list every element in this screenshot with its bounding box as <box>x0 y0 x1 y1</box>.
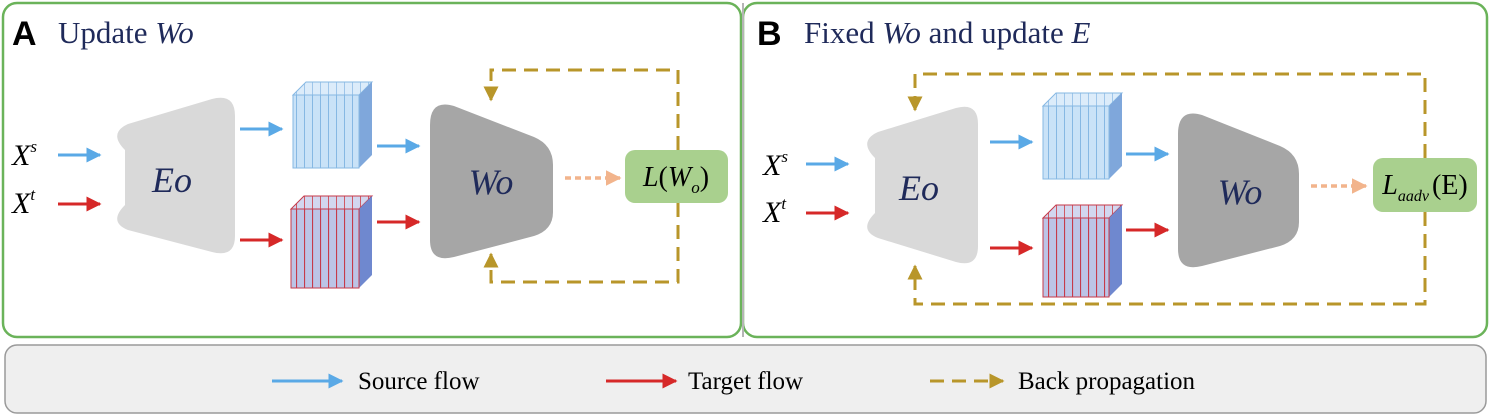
panel-a-frame <box>1 1 743 339</box>
panel-b-back-prop-bottom <box>907 212 1427 306</box>
panel-b-title: Fixed Wo and update E <box>804 15 1091 50</box>
panel-a-source-feature-cube <box>291 81 374 169</box>
panel-b-loss-box <box>1373 158 1477 212</box>
panel-b-target-feature-cube <box>1041 204 1124 298</box>
panel-a-input-target: Xt <box>11 185 36 220</box>
panel-a: A Update Wo Xs Xt Eo <box>1 1 743 339</box>
panel-a-classifier-shape <box>430 104 553 259</box>
panel-b-back-prop-top <box>907 72 1427 158</box>
panel-b: B Fixed Wo and update E Xs Xt Eo <box>741 1 1489 339</box>
panel-a-encoder-label: Eo <box>151 160 192 200</box>
panel-b-input-source: Xs <box>762 147 788 182</box>
panel-a-letter: A <box>12 15 37 53</box>
panel-a-title: Update Wo <box>58 15 194 50</box>
legend-back-label: Back propagation <box>1018 368 1196 395</box>
panel-b-loss-label: Laadv(E) <box>1381 170 1467 205</box>
legend-target-label: Target flow <box>688 368 803 395</box>
panel-b-encoder-label: Eo <box>898 168 939 208</box>
legend-source-label: Source flow <box>358 368 480 395</box>
panel-b-encoder-shape <box>867 106 978 264</box>
panel-b-classifier-label: Wo <box>1218 172 1263 212</box>
panel-b-letter: B <box>757 15 782 53</box>
panel-a-target-feature-cube <box>289 195 374 289</box>
panel-a-input-source: Xs <box>11 137 37 172</box>
panel-b-source-feature-cube <box>1041 92 1124 180</box>
panel-a-loss-box <box>625 150 728 203</box>
panel-b-classifier-shape <box>1178 113 1299 268</box>
legend-box <box>4 344 1487 414</box>
panel-a-loss-label: L(Wo) <box>642 162 709 197</box>
panel-a-encoder-shape <box>117 97 235 254</box>
legend: Source flow Target flow Back propagation <box>4 344 1487 414</box>
panel-b-input-target: Xt <box>762 194 787 229</box>
panel-a-classifier-label: Wo <box>469 162 514 202</box>
